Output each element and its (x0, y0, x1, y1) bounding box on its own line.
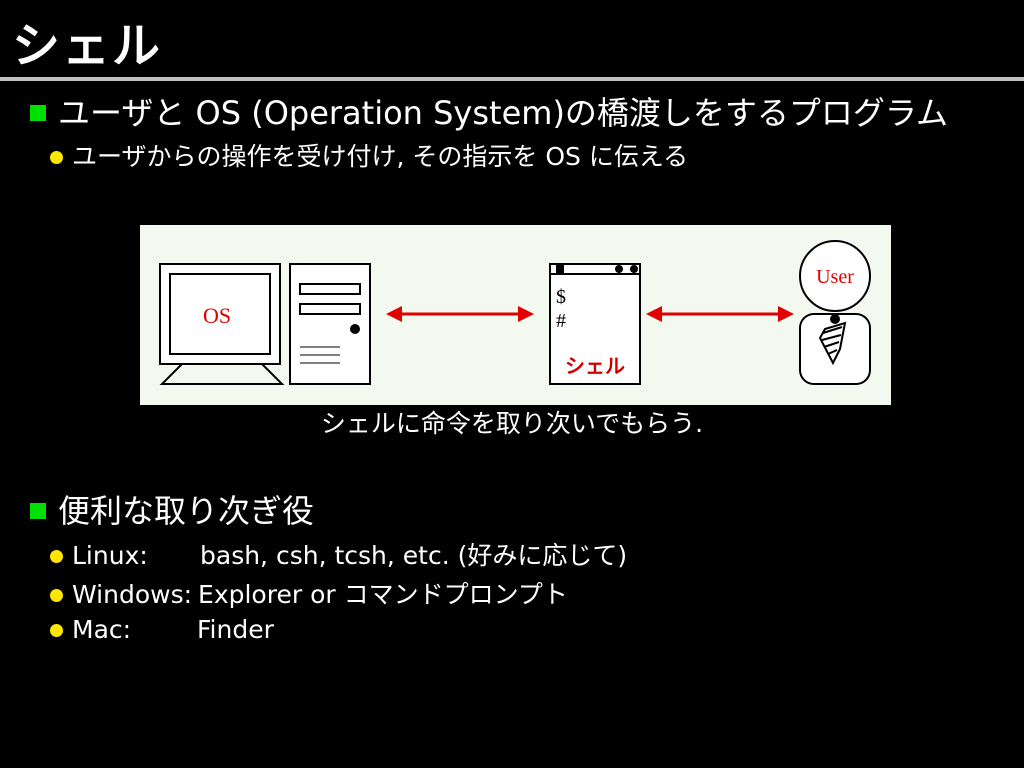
double-arrow-icon (646, 306, 794, 322)
section1-bullet: ユーザと OS (Operation System)の橋渡しをするプログラム (30, 94, 948, 132)
list-item-windows: Windows: Explorer or コマンドプロンプト (50, 580, 568, 610)
os-name-windows: Windows: (72, 580, 193, 609)
section1-sub-item: ユーザからの操作を受け付け, その指示を OS に伝える (50, 142, 688, 172)
section2-heading: 便利な取り次ぎ役 (58, 492, 315, 530)
shell-list-linux: bash, csh, tcsh, etc. (好みに応じて) (200, 541, 628, 570)
list-item-linux: Linux: bash, csh, tcsh, etc. (好みに応じて) (50, 541, 627, 571)
user-label: User (816, 266, 854, 288)
yellow-dot-bullet-icon (50, 549, 63, 563)
green-square-bullet-icon (30, 503, 46, 519)
os-label: OS (203, 303, 231, 328)
section2-bullet: 便利な取り次ぎ役 (30, 492, 314, 530)
double-arrow-icon (386, 306, 534, 322)
shell-prompt-dollar: $ (556, 286, 566, 308)
user-figure-icon: User (799, 240, 871, 385)
title-divider (0, 77, 1024, 81)
list-item-mac: Mac: Finder (50, 615, 274, 645)
shell-label: シェル (565, 354, 625, 378)
slide-title: シェル (12, 18, 163, 74)
os-name-linux: Linux: (72, 541, 148, 570)
shell-prompt-hash: # (556, 310, 566, 332)
diagram-caption: シェルに命令を取り次いでもらう. (320, 409, 704, 438)
pc-tower-icon (289, 263, 371, 385)
section1-heading: ユーザと OS (Operation System)の橋渡しをするプログラム (58, 94, 948, 132)
shell-window-icon: $ # シェル (549, 263, 641, 385)
shell-list-mac: Finder (197, 615, 274, 644)
green-square-bullet-icon (30, 105, 46, 121)
shell-list-windows: Explorer or コマンドプロンプト (198, 580, 568, 609)
shell-diagram: OS $ # シェル (140, 225, 891, 405)
yellow-dot-bullet-icon (50, 150, 63, 164)
section1-sub-item-text: ユーザからの操作を受け付け, その指示を OS に伝える (72, 142, 689, 171)
yellow-dot-bullet-icon (50, 623, 63, 637)
monitor-icon: OS (159, 263, 285, 385)
yellow-dot-bullet-icon (50, 588, 63, 602)
os-name-mac: Mac: (72, 615, 132, 644)
